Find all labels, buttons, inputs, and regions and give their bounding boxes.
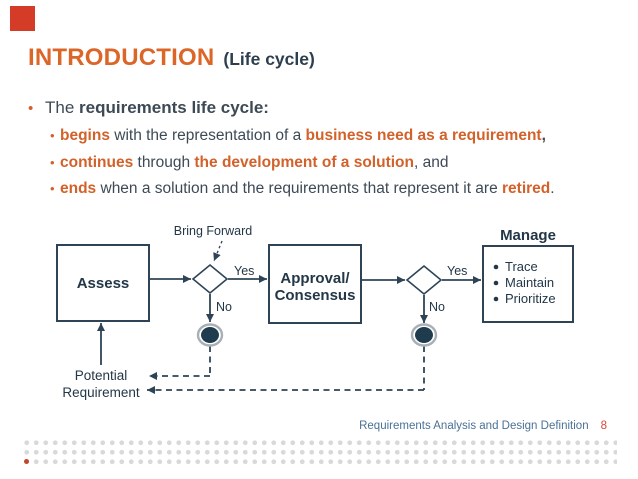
manage-title: Manage [500,227,556,244]
bullet-text-emphasis: ends [60,180,97,197]
bullet-text: with the representation of a [109,127,306,144]
manage-item-maintain: Maintain [505,275,554,290]
bullet-text: . [550,180,555,197]
lifecycle-flow-diagram: Assess Approval/ Consensus Manage Trace … [35,215,625,415]
assess-box [56,244,150,322]
bullet-main: • The requirements life cycle: [28,98,269,118]
manage-item-trace: Trace [505,259,538,274]
bullet-sub-ends: • ends when a solution and the requiremen… [50,180,555,198]
bullet-sub-continues: • continues through the development of a … [50,154,448,172]
bullet-text-emphasis: begins [60,127,110,144]
bullet-text: : [263,98,269,117]
bottom-dots-pattern [22,438,617,467]
approval-consensus-box [268,244,362,324]
potential-requirement-label-line2: Requirement [62,385,140,400]
slide-footer: Requirements Analysis and Design Definit… [359,420,607,432]
bullet-text-emphasis: the development of a solution [194,154,414,171]
end-node2 [415,327,433,343]
title-main: INTRODUCTION [28,44,215,71]
bullet-text-emphasis: retired [502,180,551,197]
bullet-text-emphasis: business need as a requirement [305,127,542,144]
page-number: 8 [600,420,607,432]
manage-box [482,245,574,323]
assess-label: Assess [77,275,130,292]
yes1-label: Yes [234,264,254,278]
end-node1 [201,327,219,343]
manage-bullet-dot [493,280,499,286]
decision2-diamond [405,264,443,296]
footer-title: Requirements Analysis and Design Definit… [359,420,589,432]
bullet-text: when a solution and the requirements tha… [96,180,503,197]
approval-label-line2: Consensus [275,287,356,304]
bullet-text: , [541,127,546,144]
bullet-text-emphasis: requirements life cycle [79,98,264,117]
decision1-diamond [191,263,229,295]
bring-forward-label: Bring Forward [174,224,253,238]
flow-diagram-canvas: Assess Approval/ Consensus Manage Trace … [56,224,574,400]
potential-requirement-label-line1: Potential [75,368,128,383]
bring-forward-dashed-arrow [213,240,223,262]
brand-square [10,6,35,31]
bullet-text: , and [414,154,449,171]
bullet-sub-begins: • begins with the representation of a bus… [50,127,546,145]
bullet-marker: • [50,155,55,170]
title-suffix: (Life cycle) [223,49,315,69]
no1-label: No [216,300,232,314]
bullet-marker: • [50,181,55,196]
manage-bullet-dot [493,296,499,302]
bullet-text: through [133,154,195,171]
bullet-text: The [45,98,80,117]
manage-bullet-dot [493,264,499,270]
yes2-label: Yes [447,264,467,278]
bullet-text-emphasis: continues [60,154,134,171]
bullet-marker: • [50,128,55,143]
approval-label-line1: Approval/ [280,270,350,287]
manage-item-prioritize: Prioritize [505,291,556,306]
bottom-accent-dot [24,459,29,464]
page-title: INTRODUCTION (Life cycle) [28,44,315,72]
bullet-marker: • [28,100,34,117]
no2-label: No [429,300,445,314]
